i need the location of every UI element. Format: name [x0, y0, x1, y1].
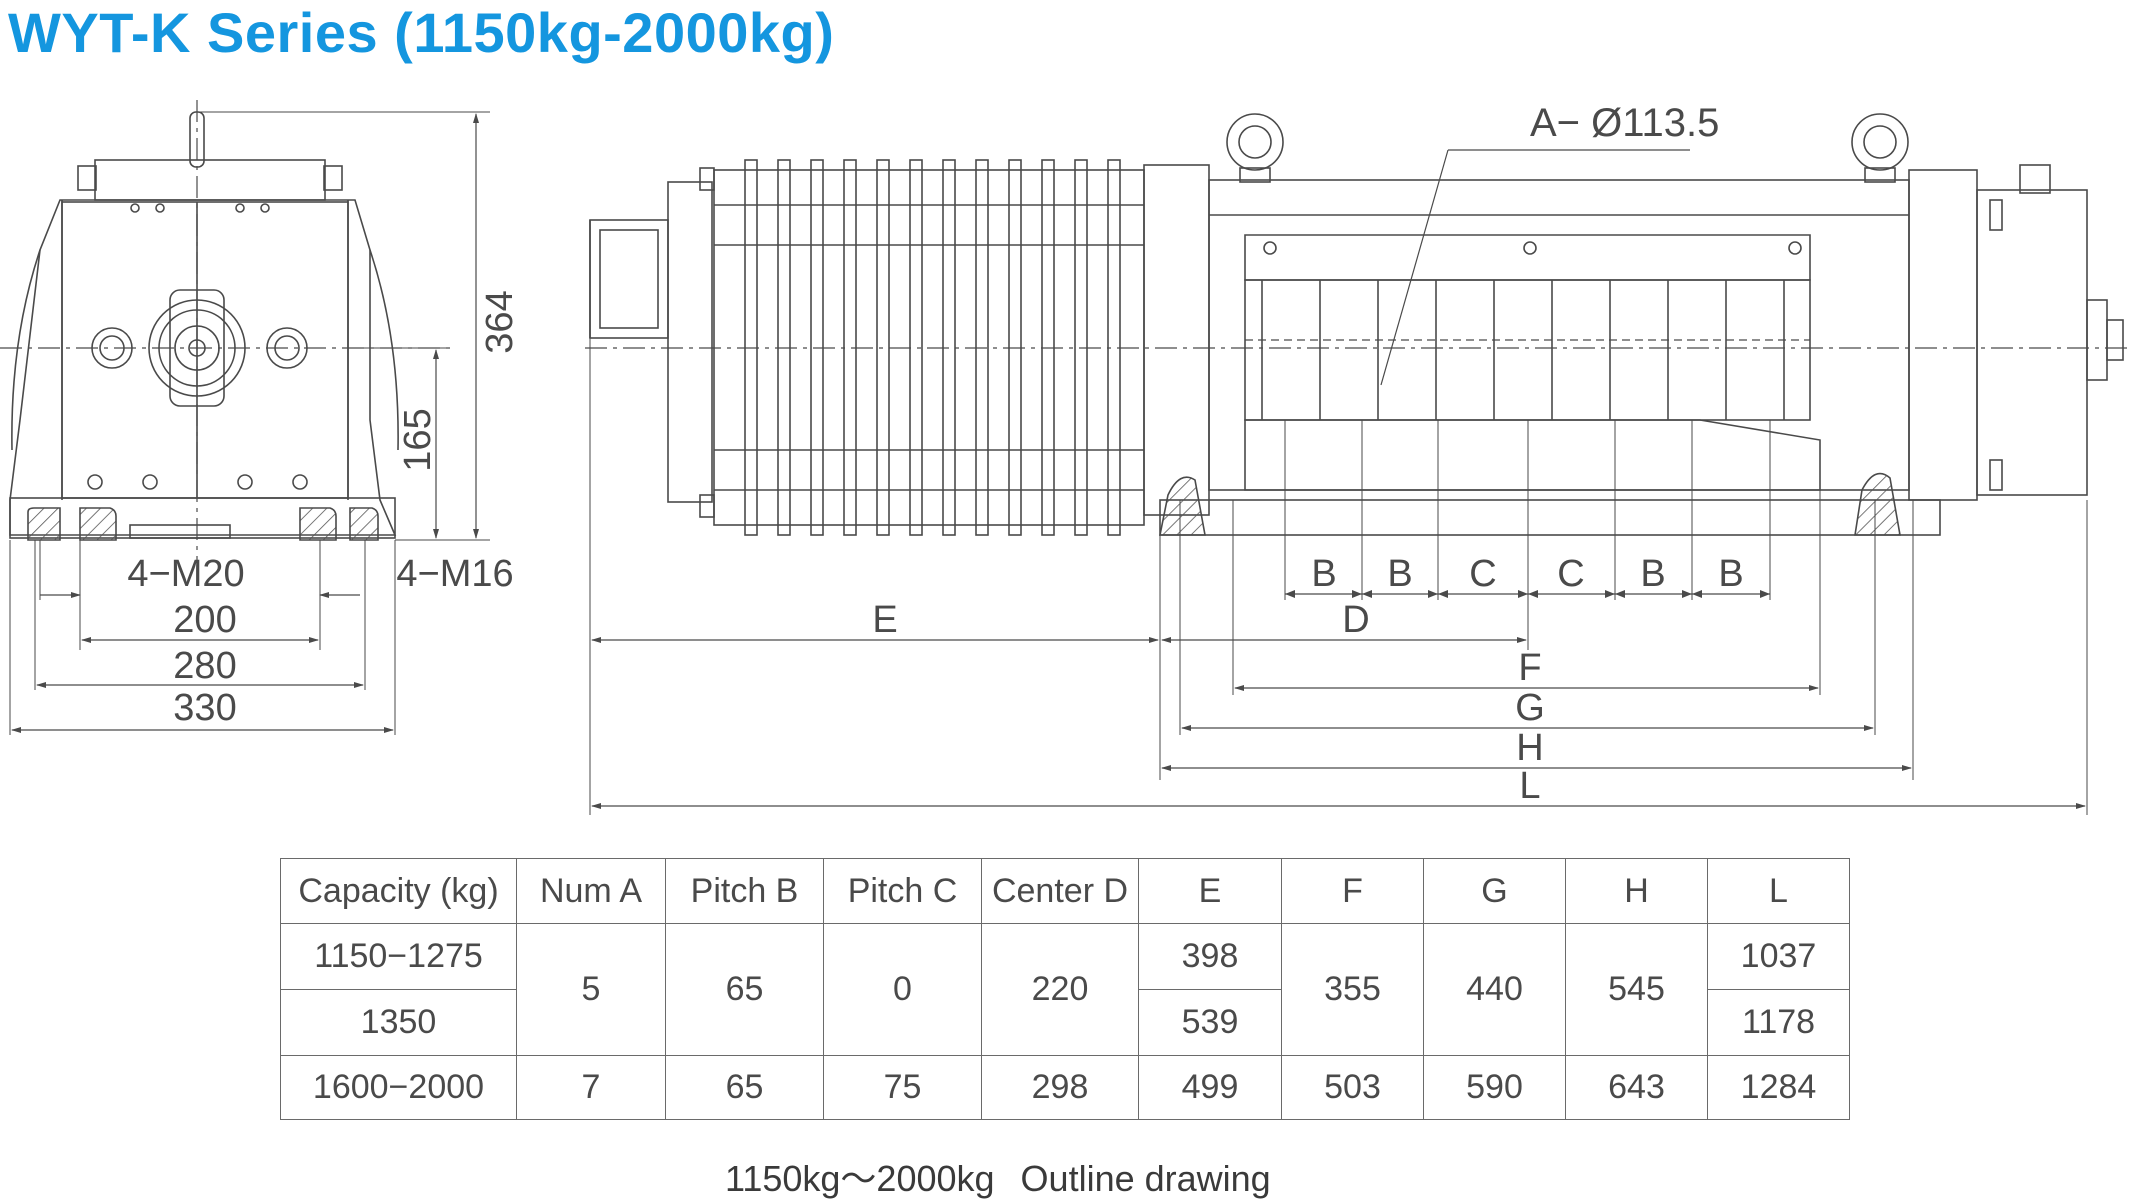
- caption-range: 1150kg～2000kg: [725, 1158, 995, 1199]
- header-g: G: [1423, 858, 1566, 924]
- dim-d-label: D: [1342, 599, 1369, 641]
- pitch-label-4: C: [1557, 553, 1584, 595]
- pitch-label-5: B: [1640, 553, 1665, 595]
- header-pitch-c: Pitch C: [823, 858, 982, 924]
- rope-callout: A− Ø113.5: [1530, 101, 1719, 145]
- header-center-d: Center D: [981, 858, 1139, 924]
- side-view: [585, 113, 2129, 815]
- table-row: 1600−2000 7 65 75 298 499 503 590 643 12…: [280, 1055, 1850, 1120]
- dim-h-label: H: [1516, 727, 1543, 769]
- pitch-label-6: B: [1718, 553, 1743, 595]
- page-title: WYT-K Series (1150kg-2000kg): [8, 1, 835, 64]
- cell-g: 440: [1423, 923, 1566, 1056]
- cell-f: 503: [1281, 1055, 1424, 1120]
- cell-f: 355: [1281, 923, 1424, 1056]
- cell-num-a: 5: [516, 923, 666, 1056]
- cooling-fins: [744, 159, 1121, 536]
- dim-4-m16: 4−M16: [396, 553, 513, 595]
- table-header-row: Capacity (kg) Num A Pitch B Pitch C Cent…: [280, 858, 1850, 924]
- dim-280: 280: [173, 645, 236, 687]
- outline-drawing: 364 165 4−M20 4−M16 200 280 330: [0, 100, 2129, 815]
- cell-pitch-c: 75: [823, 1055, 982, 1120]
- pitch-label-2: B: [1387, 553, 1412, 595]
- caption-label: Outline drawing: [1020, 1158, 1271, 1199]
- table-row: 1150−1275 5 65 0 220 398 355 440 545 103…: [280, 923, 1850, 1056]
- dim-165: 165: [397, 408, 439, 471]
- dim-f-label: F: [1518, 647, 1541, 689]
- cell-pitch-b: 65: [665, 1055, 824, 1120]
- cell-l: 1178: [1707, 989, 1850, 1056]
- header-pitch-b: Pitch B: [665, 858, 824, 924]
- dim-l-label: L: [1519, 765, 1540, 807]
- header-h: H: [1565, 858, 1708, 924]
- header-f: F: [1281, 858, 1424, 924]
- cell-h: 545: [1565, 923, 1708, 1056]
- cell-h: 643: [1565, 1055, 1708, 1120]
- dim-200: 200: [173, 599, 236, 641]
- cell-capacity: 1600−2000: [280, 1055, 517, 1120]
- header-capacity: Capacity (kg): [280, 858, 517, 924]
- cell-num-a: 7: [516, 1055, 666, 1120]
- pitch-label-3: C: [1469, 553, 1496, 595]
- cell-e: 499: [1138, 1055, 1282, 1120]
- cell-center-d: 298: [981, 1055, 1139, 1120]
- header-e: E: [1138, 858, 1282, 924]
- spec-table: Capacity (kg) Num A Pitch B Pitch C Cent…: [280, 858, 1850, 1120]
- dim-4-m20: 4−M20: [127, 553, 244, 595]
- front-view-dim-labels: 364 165 4−M20 4−M16 200 280 330: [127, 290, 521, 729]
- dim-364: 364: [479, 290, 521, 353]
- pitch-label-1: B: [1311, 553, 1336, 595]
- drawing-caption: 1150kg～2000kg Outline drawing: [725, 1150, 1297, 1202]
- header-l: L: [1707, 858, 1850, 924]
- rope-grooves: [1261, 280, 1785, 420]
- dim-e-label: E: [872, 599, 897, 641]
- header-num-a: Num A: [516, 858, 666, 924]
- dim-330: 330: [173, 687, 236, 729]
- cell-e: 398: [1138, 923, 1282, 990]
- cell-capacity: 1350: [280, 989, 517, 1056]
- cell-l: 1037: [1707, 923, 1850, 990]
- front-view: [0, 100, 490, 735]
- side-view-labels: A− Ø113.5 B B C C B B E D F G H L: [872, 101, 1743, 807]
- dim-g-label: G: [1515, 687, 1545, 729]
- cell-g: 590: [1423, 1055, 1566, 1120]
- cell-l: 1284: [1707, 1055, 1850, 1120]
- cell-center-d: 220: [981, 923, 1139, 1056]
- cell-e: 539: [1138, 989, 1282, 1056]
- cell-capacity: 1150−1275: [280, 923, 517, 990]
- cell-pitch-c: 0: [823, 923, 982, 1056]
- table-row: 1350 539 1178: [280, 989, 1850, 1056]
- cell-pitch-b: 65: [665, 923, 824, 1056]
